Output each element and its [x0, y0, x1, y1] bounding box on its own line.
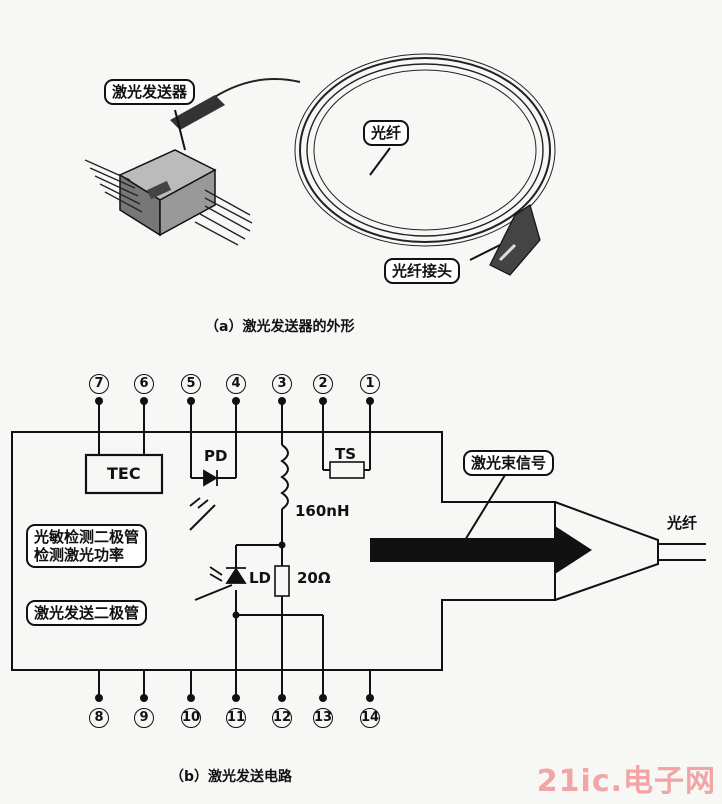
fiber-lead [209, 78, 301, 101]
pd-description-line2: 检测激光功率 [34, 546, 125, 564]
pd-diode-symbol [189, 469, 218, 509]
pd-label: PD [204, 447, 228, 465]
ts-label: TS [335, 445, 357, 463]
ld-label: LD [249, 569, 272, 587]
fiber-connector [489, 204, 541, 276]
transmitter-module [84, 95, 253, 246]
pin-2: 2 [313, 374, 333, 394]
inductor-label: 160nH [295, 502, 350, 520]
pin-1: 1 [360, 374, 380, 394]
transmitter-callout: 激光发送器 [104, 79, 196, 105]
pin-12: 12 [272, 708, 292, 728]
pd-description-callout: 光敏检测二极管 检测激光功率 [26, 524, 148, 568]
fiber-coil [294, 53, 556, 247]
pd-description-line1: 光敏检测二极管 [34, 528, 140, 546]
pin-10: 10 [181, 708, 201, 728]
pin-3: 3 [272, 374, 292, 394]
resistor-label: 20Ω [297, 569, 331, 587]
caption-a: （a）激光发送器的外形 [205, 319, 355, 335]
beam-callout: 激光束信号 [463, 450, 555, 476]
pin-8: 8 [89, 708, 109, 728]
fiber-callout: 光纤 [363, 120, 410, 146]
connector-callout: 光纤接头 [384, 258, 461, 284]
pin-7: 7 [89, 374, 109, 394]
caption-b: （b）激光发送电路 [170, 769, 293, 785]
pin-14: 14 [360, 708, 380, 728]
pin-11: 11 [226, 708, 246, 728]
pin-6: 6 [134, 374, 154, 394]
ld-diode-symbol [209, 566, 247, 584]
ld-description-callout: 激光发送二极管 [26, 600, 148, 626]
laser-beam-arrow [370, 526, 592, 574]
pin-4: 4 [226, 374, 246, 394]
output-fiber-label: 光纤 [667, 514, 698, 532]
tec-label: TEC [107, 464, 141, 483]
pin-13: 13 [313, 708, 333, 728]
watermark: 21ic.电子网 [536, 764, 716, 799]
pin-9: 9 [134, 708, 154, 728]
circuit [11, 401, 706, 698]
pin-5: 5 [181, 374, 201, 394]
